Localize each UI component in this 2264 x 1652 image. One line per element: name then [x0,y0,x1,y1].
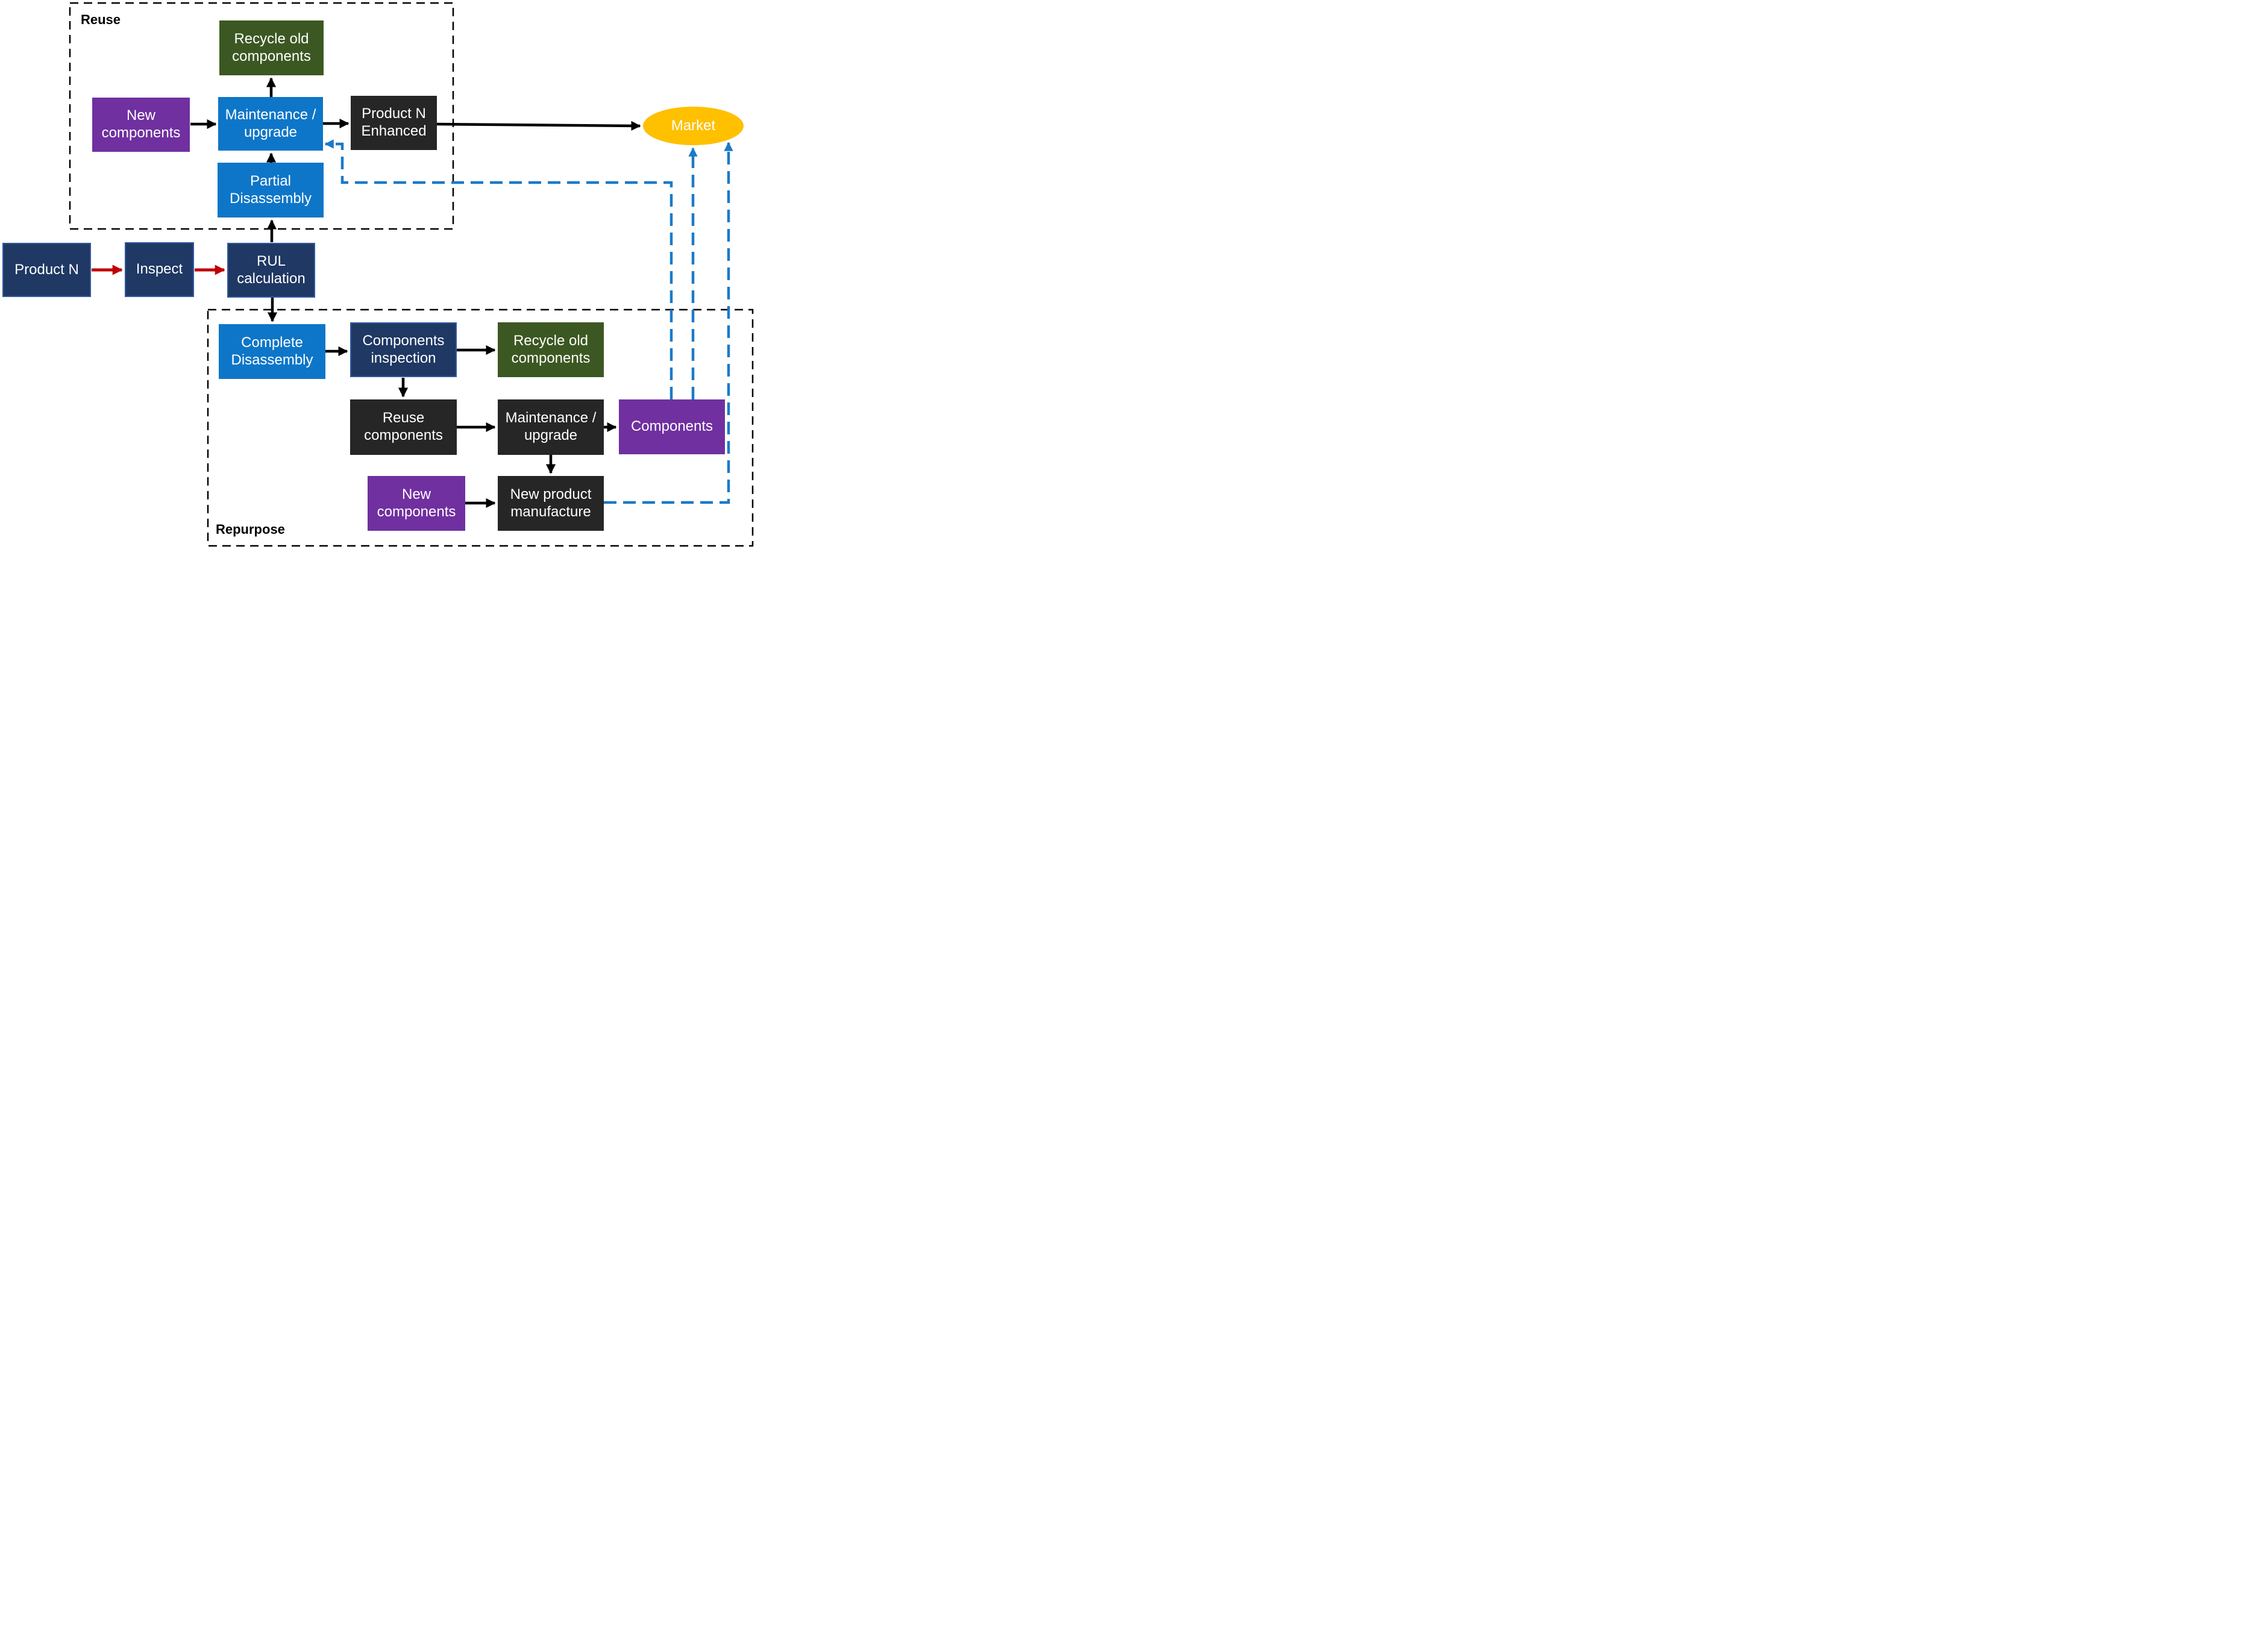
node-new-components-repurpose: New components [368,476,465,531]
edge-components-to-maintenance-reuse-feedback [324,139,673,399]
diagram-connectors [69,2,754,547]
node-maintenance-upgrade-reuse: Maintenance / upgrade [218,97,323,151]
repurpose-group-label: Repurpose [216,522,285,537]
node-inspect: Inspect [125,242,194,297]
edge-product-n-enhanced-to-market [436,120,641,131]
reuse-group-label: Reuse [81,12,121,27]
repurpose-group-frame [207,308,754,547]
node-market: Market [643,107,744,145]
lifecycle-flow-diagram: Reuse Repurpose Recycle old components N… [0,0,755,551]
node-new-components-reuse: New components [92,98,190,152]
node-new-product-manufacture: New product manufacture [498,476,604,531]
node-recycle-old-components-repurpose: Recycle old components [498,322,604,377]
node-components: Components [619,399,725,454]
node-recycle-old-components-reuse: Recycle old components [219,20,324,75]
node-partial-disassembly: Partial Disassembly [218,163,324,217]
node-rul-calculation: RUL calculation [227,243,315,298]
node-product-n: Product N [2,243,91,297]
node-maintenance-upgrade-repurpose: Maintenance / upgrade [498,399,604,455]
node-product-n-enhanced: Product N Enhanced [351,96,437,150]
node-reuse-components: Reuse components [350,399,457,455]
node-components-inspection: Components inspection [350,322,457,377]
node-complete-disassembly: Complete Disassembly [219,324,325,379]
edge-new-product-to-market-feedback [604,142,733,504]
